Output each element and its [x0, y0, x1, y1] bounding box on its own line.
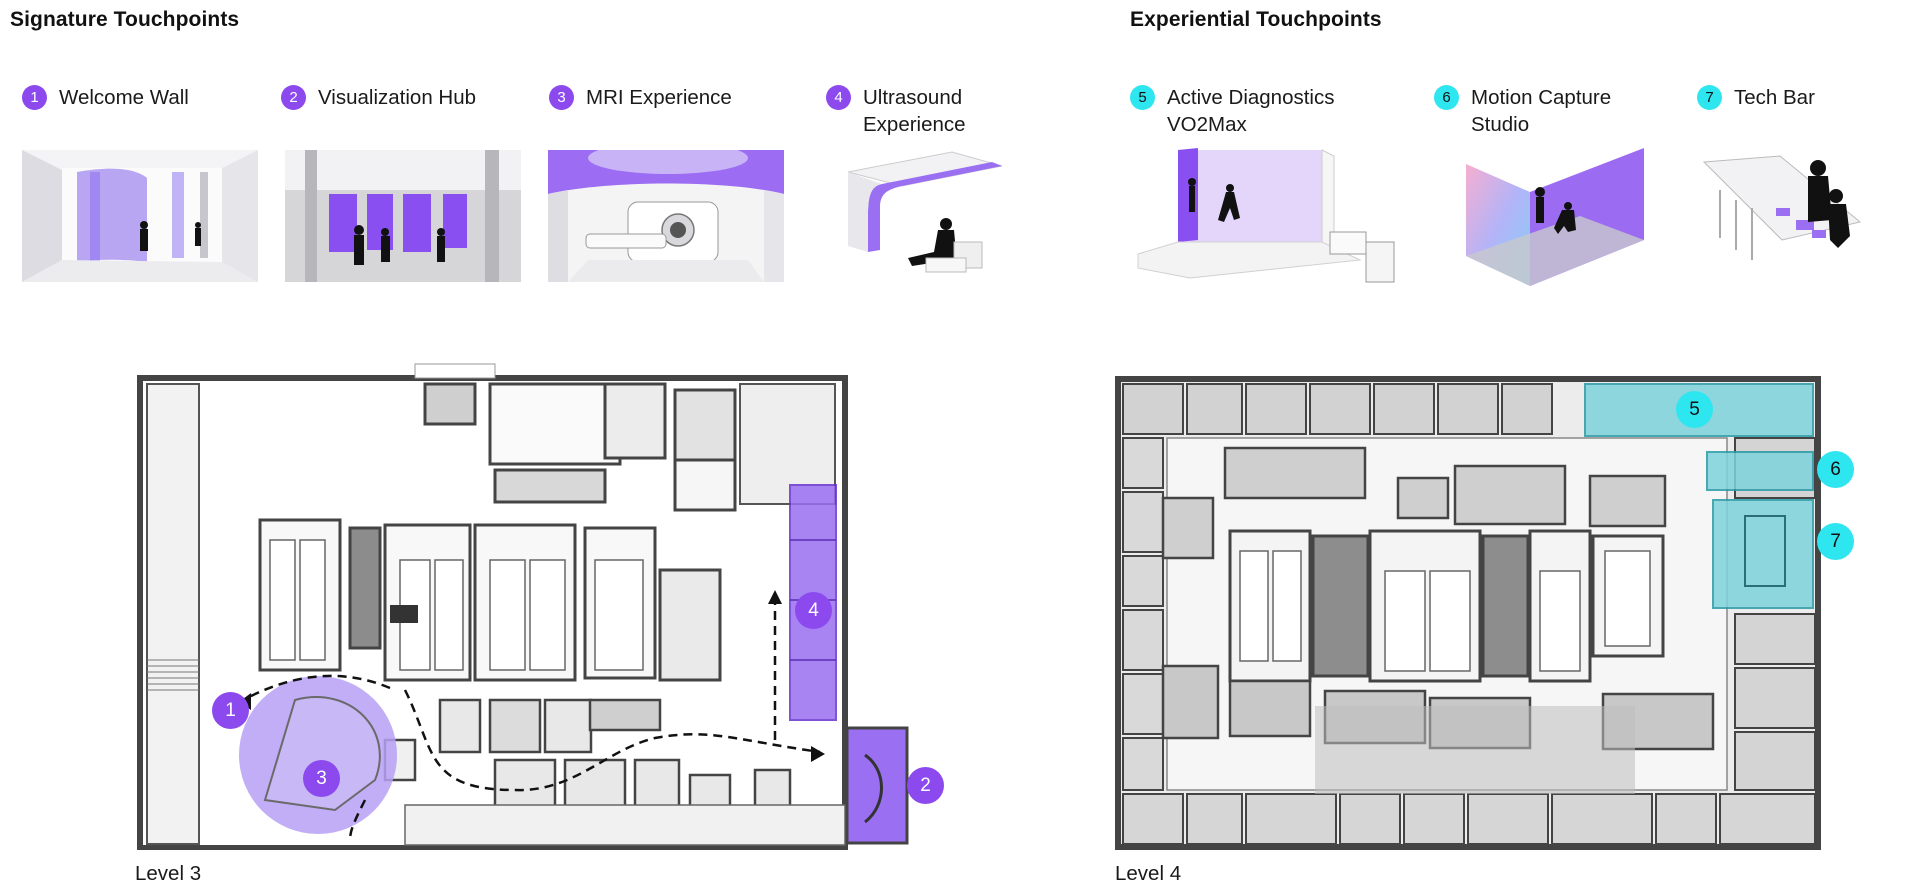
welcome-wall-render	[22, 150, 258, 282]
active-diagnostics-render	[1130, 142, 1400, 288]
touchpoint-ultrasound-experience: 4 Ultrasound Experience	[826, 84, 966, 138]
touchpoint-label: Motion Capture	[1471, 86, 1612, 109]
experiential-touchpoints-title: Experiential Touchpoints	[1130, 8, 1382, 31]
motion-capture-render	[1460, 140, 1652, 294]
visualization-hub-render	[285, 150, 521, 282]
floor-marker-3: 3	[303, 760, 340, 797]
touchpoint-number-badge: 3	[549, 85, 574, 110]
touchpoint-number-badge: 1	[22, 85, 47, 110]
level-3-floor-plan: 1 2 3 4	[135, 360, 944, 851]
touchpoint-tech-bar: 7 Tech Bar	[1697, 84, 1815, 111]
level-3-label: Level 3	[135, 862, 202, 885]
level-4-floor-plan: 5 6 7	[1115, 376, 1865, 850]
touchpoint-number-badge: 5	[1130, 85, 1155, 110]
floor-marker-6: 6	[1817, 451, 1854, 488]
touchpoint-label: Experience	[863, 113, 966, 136]
floor-marker-4: 4	[795, 592, 832, 629]
mri-experience-render	[548, 150, 784, 282]
touchpoint-number-badge: 7	[1697, 85, 1722, 110]
touchpoint-label: Studio	[1471, 113, 1530, 136]
touchpoint-label: Active Diagnostics	[1167, 86, 1335, 109]
touchpoint-motion-capture: 6 Motion Capture Studio	[1434, 84, 1611, 138]
floor-marker-2: 2	[907, 767, 944, 804]
touchpoint-welcome-wall: 1 Welcome Wall	[22, 84, 189, 111]
ultrasound-experience-render	[842, 146, 1008, 286]
floor-marker-5: 5	[1676, 391, 1713, 428]
touchpoint-visualization-hub: 2 Visualization Hub	[281, 84, 476, 111]
tech-bar-render	[1700, 150, 1864, 294]
touchpoint-label: Visualization Hub	[318, 86, 477, 109]
touchpoint-mri-experience: 3 MRI Experience	[549, 84, 732, 111]
touchpoint-label: Welcome Wall	[59, 86, 189, 109]
floor-marker-1: 1	[212, 692, 249, 729]
touchpoint-number-badge: 2	[281, 85, 306, 110]
touchpoint-label: MRI Experience	[586, 86, 732, 109]
touchpoint-number-badge: 4	[826, 85, 851, 110]
touchpoint-number-badge: 6	[1434, 85, 1459, 110]
level-4-label: Level 4	[1115, 862, 1182, 885]
touchpoint-label: Ultrasound	[863, 86, 963, 109]
touchpoint-label: Tech Bar	[1734, 86, 1815, 109]
signature-touchpoints-title: Signature Touchpoints	[10, 8, 240, 31]
touchpoint-active-diagnostics: 5 Active Diagnostics VO2Max	[1130, 84, 1334, 138]
touchpoint-label: VO2Max	[1167, 113, 1247, 136]
floor-marker-7: 7	[1817, 523, 1854, 560]
